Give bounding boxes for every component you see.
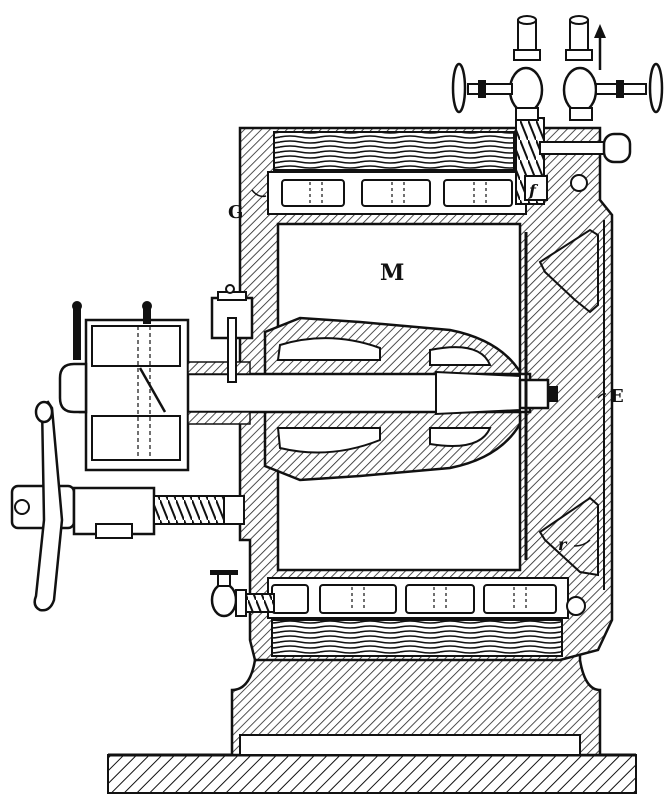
oil-cup [210,284,254,383]
flow-arrow-icon [594,24,606,70]
top-ring-cells [281,179,513,207]
floor-base [107,753,637,794]
label-G: G [228,202,243,223]
label-leaders [251,189,607,547]
bottom-ring-cells [271,584,557,614]
label-r: r [558,535,568,554]
right-channel [538,174,605,616]
packing-gland [58,301,251,472]
drain-tap [210,570,275,618]
top-valve-assembly [451,15,664,205]
label-f: f [528,181,539,200]
adjusting-screw [10,400,245,612]
casing-foot [230,638,602,757]
label-M: M [380,260,404,286]
label-E: E [610,386,624,407]
